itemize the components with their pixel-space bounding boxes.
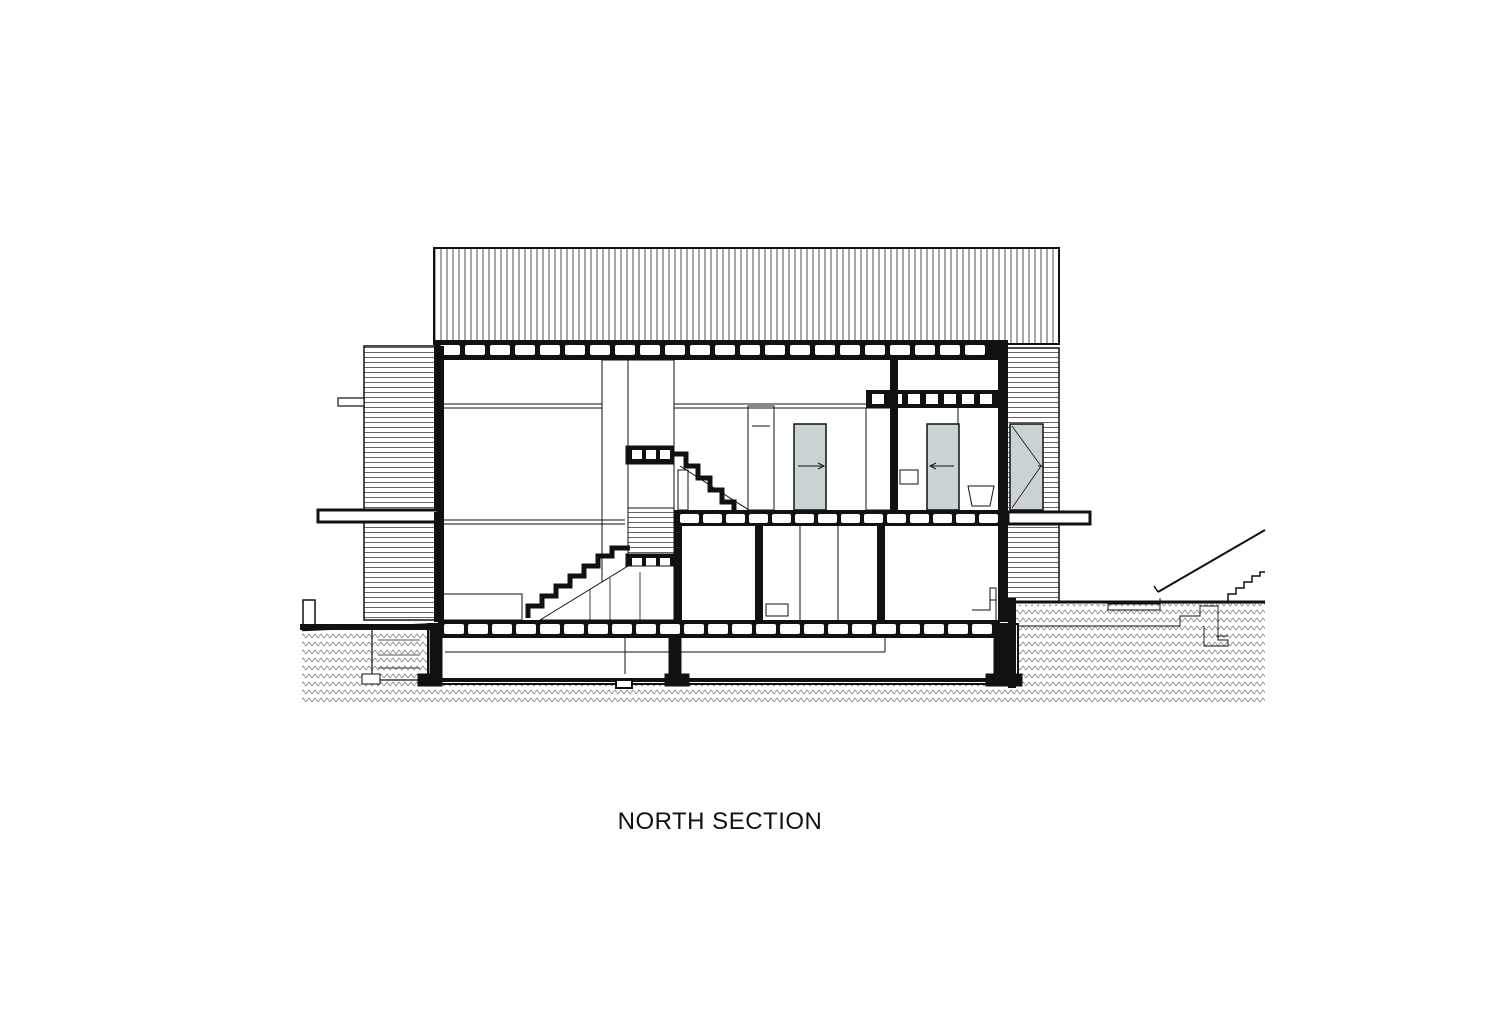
slab-block	[890, 345, 910, 355]
slab-block	[465, 345, 485, 355]
slab-block	[684, 624, 704, 634]
slab-block	[840, 345, 860, 355]
slab-block	[468, 624, 488, 634]
upper-stair-flight	[674, 451, 760, 517]
ground-floor-slab	[438, 620, 1000, 638]
double-height-void	[441, 403, 870, 621]
roof-slab	[434, 340, 1008, 360]
exterior-walls	[434, 346, 1008, 622]
slab-block	[680, 514, 699, 523]
slab-block	[815, 345, 835, 355]
slab-block	[790, 345, 810, 355]
upper-window-right	[1009, 423, 1044, 511]
slab-block	[660, 624, 680, 634]
slab-block	[865, 345, 885, 355]
slab-block	[765, 345, 785, 355]
slab-block	[940, 345, 960, 355]
slab-block	[665, 345, 685, 355]
slab-block	[615, 345, 635, 355]
slab-block	[492, 624, 512, 634]
slab-block	[612, 624, 632, 634]
slab-block	[515, 345, 535, 355]
slab-block	[979, 514, 998, 523]
slab-block	[444, 624, 464, 634]
slab-block	[772, 514, 791, 523]
slab-block	[887, 514, 906, 523]
slab-block	[828, 624, 848, 634]
slab-block	[715, 345, 735, 355]
slab-block	[708, 624, 728, 634]
slab-block	[636, 624, 656, 634]
slab-block	[900, 624, 920, 634]
slab-block	[565, 345, 585, 355]
first-floor-slab	[316, 508, 1092, 532]
right-site-landscape	[1008, 529, 1266, 688]
slab-block	[933, 514, 952, 523]
slab-block	[876, 624, 896, 634]
slab-block	[516, 624, 536, 634]
drawing-title: NORTH SECTION	[617, 808, 823, 835]
slab-block	[910, 514, 929, 523]
left-site-post	[300, 599, 440, 630]
slab-block	[972, 624, 992, 634]
slab-block	[924, 624, 944, 634]
upper-door-right	[926, 423, 960, 511]
slab-block	[540, 624, 560, 634]
slab-block	[703, 514, 722, 523]
slab-block	[588, 624, 608, 634]
slab-block	[948, 624, 968, 634]
slab-block	[864, 514, 883, 523]
slab-block	[690, 345, 710, 355]
slab-block	[818, 514, 837, 523]
slab-block	[852, 624, 872, 634]
slab-block	[540, 345, 560, 355]
slab-block	[564, 624, 584, 634]
ground-floor-rooms	[674, 526, 997, 620]
slab-block	[490, 345, 510, 355]
slab-block	[780, 624, 800, 634]
slab-block	[726, 514, 745, 523]
roof-pitched-volume	[433, 247, 1060, 345]
slab-block	[749, 514, 768, 523]
slab-block	[956, 514, 975, 523]
slab-block	[965, 345, 985, 355]
slab-block	[841, 514, 860, 523]
slab-block	[440, 345, 460, 355]
slab-block	[640, 345, 660, 355]
left-cladding	[337, 345, 437, 621]
slab-block	[804, 624, 824, 634]
upper-door-left	[793, 423, 827, 511]
slab-block	[795, 514, 814, 523]
slab-block	[740, 345, 760, 355]
slab-block	[756, 624, 776, 634]
slab-block	[732, 624, 752, 634]
slab-block	[590, 345, 610, 355]
slab-block	[915, 345, 935, 355]
